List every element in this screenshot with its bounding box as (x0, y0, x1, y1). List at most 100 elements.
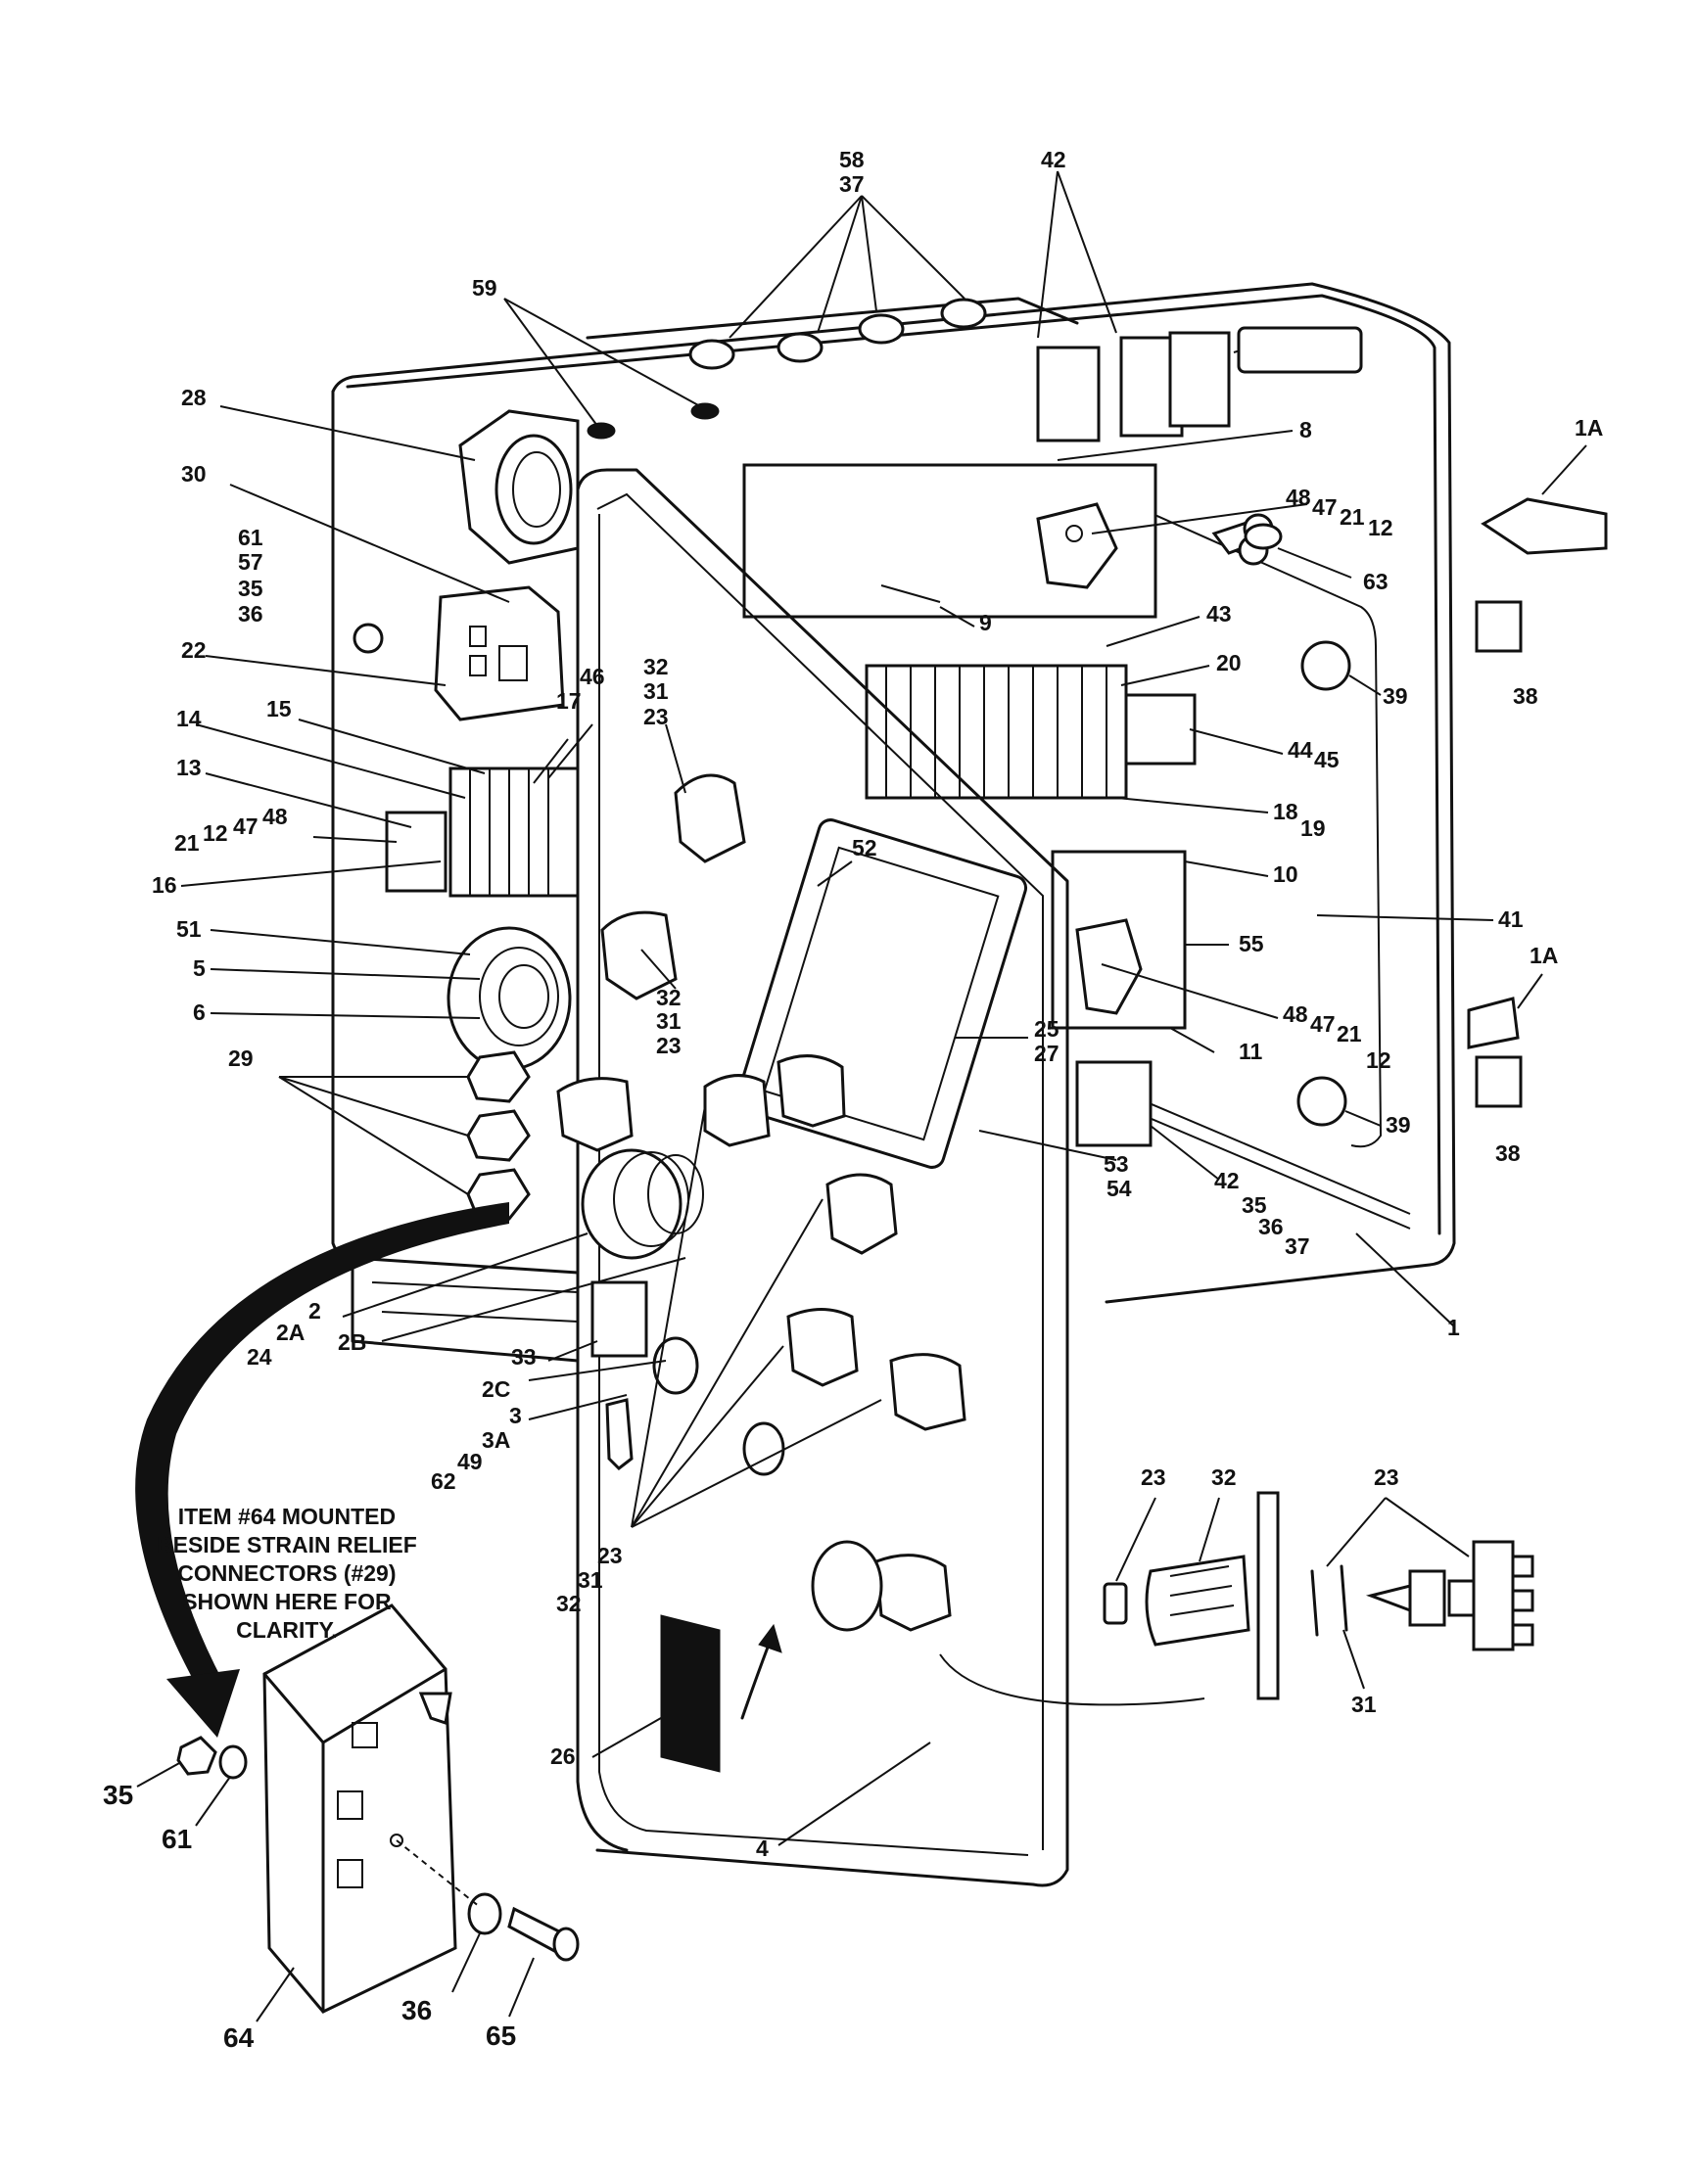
label-52: 52 (852, 835, 877, 860)
label-63: 63 (1363, 569, 1389, 594)
label-42: 42 (1041, 147, 1066, 172)
label-35-mid: 35 (1242, 1192, 1267, 1218)
inner-components (742, 463, 1351, 1147)
label-4: 4 (756, 1835, 769, 1861)
label-62: 62 (431, 1468, 456, 1494)
label-48-top: 48 (1286, 485, 1311, 510)
label-19: 19 (1300, 815, 1326, 841)
label-39-mid: 39 (1386, 1112, 1411, 1138)
label-44: 44 (1288, 737, 1313, 763)
label-36-module: 36 (401, 1995, 433, 2025)
label-23-exploded-b: 23 (1374, 1464, 1399, 1490)
label-38-top: 38 (1513, 683, 1538, 709)
panel-switches (556, 773, 966, 1632)
label-31-top: 31 (643, 678, 669, 704)
label-25: 25 (1034, 1016, 1059, 1042)
label-11: 11 (1239, 1039, 1263, 1064)
label-38-mid: 38 (1495, 1140, 1521, 1166)
label-36-mid: 36 (1258, 1214, 1284, 1239)
label-5: 5 (193, 955, 206, 981)
label-12-left: 12 (203, 820, 228, 846)
label-51: 51 (176, 916, 202, 942)
label-54: 54 (1106, 1176, 1132, 1201)
label-32-mid: 32 (656, 985, 682, 1010)
label-33: 33 (511, 1344, 537, 1370)
label-26: 26 (550, 1743, 576, 1769)
label-23-exploded-a: 23 (1141, 1464, 1166, 1490)
label-47-left: 47 (233, 813, 259, 839)
label-23-mid: 23 (656, 1033, 682, 1058)
relay-block (353, 585, 565, 721)
strain-relief-nuts (466, 1050, 531, 1221)
top-fittings (586, 297, 1363, 442)
label-12-mid: 12 (1366, 1047, 1391, 1073)
label-42-mid: 42 (1214, 1168, 1240, 1193)
label-48-mid: 48 (1283, 1001, 1308, 1027)
label-18: 18 (1273, 799, 1298, 824)
label-31-lower: 31 (578, 1567, 603, 1593)
label-15: 15 (266, 696, 292, 721)
label-49: 49 (457, 1449, 483, 1474)
label-47-mid: 47 (1310, 1011, 1336, 1037)
label-3: 3 (509, 1403, 522, 1428)
label-48-left: 48 (262, 804, 288, 829)
label-24: 24 (247, 1344, 272, 1370)
label-23-lower: 23 (597, 1543, 623, 1568)
label-9: 9 (979, 610, 992, 635)
label-28: 28 (181, 385, 207, 410)
label-64: 64 (223, 2022, 255, 2053)
label-2B: 2B (338, 1329, 367, 1355)
label-41: 41 (1498, 906, 1524, 932)
label-39-top: 39 (1383, 683, 1408, 709)
label-32-lower: 32 (556, 1591, 582, 1616)
label-36: 36 (238, 601, 263, 627)
exploded-switch-assembly (939, 1491, 1534, 1706)
label-46: 46 (580, 664, 605, 689)
label-43: 43 (1206, 601, 1232, 627)
label-16: 16 (152, 872, 177, 898)
label-3A: 3A (482, 1427, 511, 1453)
callout-arrow (135, 1202, 510, 1738)
label-1A-mid: 1A (1530, 943, 1559, 968)
label-47-top: 47 (1312, 494, 1338, 520)
label-6: 6 (193, 999, 206, 1025)
label-plate (660, 1614, 782, 1773)
label-31-exploded: 31 (1351, 1692, 1377, 1717)
label-21-top: 21 (1340, 504, 1365, 530)
label-37-mid: 37 (1285, 1233, 1310, 1259)
leader-lines (136, 170, 1587, 2022)
label-1: 1 (1447, 1315, 1460, 1340)
label-21-left: 21 (174, 830, 200, 856)
label-2C: 2C (482, 1376, 511, 1402)
label-17: 17 (556, 688, 582, 714)
terminal-strip-left (385, 767, 580, 898)
label-23-top: 23 (643, 704, 669, 729)
label-35: 35 (238, 576, 263, 601)
label-27: 27 (1034, 1041, 1059, 1066)
label-59: 59 (472, 275, 497, 301)
label-35-module: 35 (103, 1780, 134, 1810)
label-37: 37 (839, 171, 865, 197)
label-58: 58 (839, 147, 865, 172)
label-57: 57 (238, 549, 263, 575)
label-53: 53 (1104, 1151, 1129, 1177)
label-13: 13 (176, 755, 202, 780)
side-brackets (1238, 497, 1608, 1108)
label-55: 55 (1239, 931, 1264, 956)
label-14: 14 (176, 706, 202, 731)
label-22: 22 (181, 637, 207, 663)
label-61-module: 61 (162, 1824, 193, 1854)
label-45: 45 (1314, 747, 1340, 772)
label-8: 8 (1299, 417, 1312, 442)
label-31-mid: 31 (656, 1008, 682, 1034)
label-32-top: 32 (643, 654, 669, 679)
label-2A: 2A (276, 1320, 306, 1345)
label-1A-top: 1A (1575, 415, 1604, 441)
conduit-fitting (458, 409, 580, 565)
mounting-note: ITEM #64 MOUNTED BESIDE STRAIN RELIEF CO… (157, 1504, 417, 1643)
label-21-mid: 21 (1337, 1021, 1362, 1046)
label-65: 65 (486, 2021, 517, 2051)
label-61: 61 (238, 525, 263, 550)
label-2: 2 (308, 1298, 321, 1324)
